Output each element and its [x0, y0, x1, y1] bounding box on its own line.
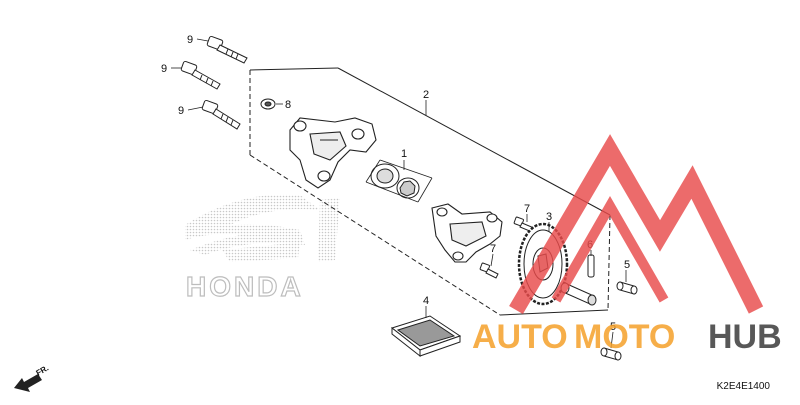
callout-7-lower: 7: [490, 243, 496, 255]
oil-pump-rotor-set: [370, 163, 420, 199]
front-direction-label: FR.: [35, 363, 51, 377]
logo-text-moto: MOTO: [574, 318, 675, 356]
callout-9-middle: 9: [161, 63, 167, 75]
assembly-boundary: [249, 67, 611, 316]
dowel-pin-upper: [616, 281, 638, 295]
front-direction-arrow-icon: [14, 374, 42, 392]
logo-text-hub: HUB: [708, 318, 782, 356]
honda-watermark-text: HONDA: [186, 271, 304, 302]
diagram-code: K2E4E1400: [716, 381, 770, 392]
callout-7-upper: 7: [524, 203, 530, 215]
seal-ring: [260, 98, 276, 110]
callout-5-upper: 5: [624, 259, 630, 271]
dowel-pin-small: [587, 254, 595, 278]
callout-8: 8: [285, 99, 291, 111]
pan-screw-lower: [479, 262, 499, 279]
automotohub-logo: [509, 134, 764, 315]
oil-pump-body: [289, 117, 377, 189]
dowel-pin-lower: [600, 347, 622, 361]
flange-bolt-lower: [201, 99, 241, 130]
oil-strainer-screen: [390, 315, 462, 358]
callout-9-upper: 9: [187, 34, 193, 46]
callout-5-lower: 5: [610, 321, 616, 333]
callout-2: 2: [423, 89, 429, 101]
pump-cover-plate: [431, 203, 503, 263]
flange-bolt-upper: [206, 35, 248, 64]
leader-lines: [171, 38, 627, 349]
rotor-kit-bracket: [365, 159, 433, 203]
callout-4: 4: [423, 295, 429, 307]
flange-bolt-middle: [180, 60, 221, 90]
callout-1: 1: [401, 148, 407, 160]
honda-wing-watermark: [185, 194, 340, 262]
callout-3: 3: [546, 211, 552, 223]
logo-text-auto: AUTO: [472, 318, 568, 356]
callout-9-lower: 9: [178, 105, 184, 117]
